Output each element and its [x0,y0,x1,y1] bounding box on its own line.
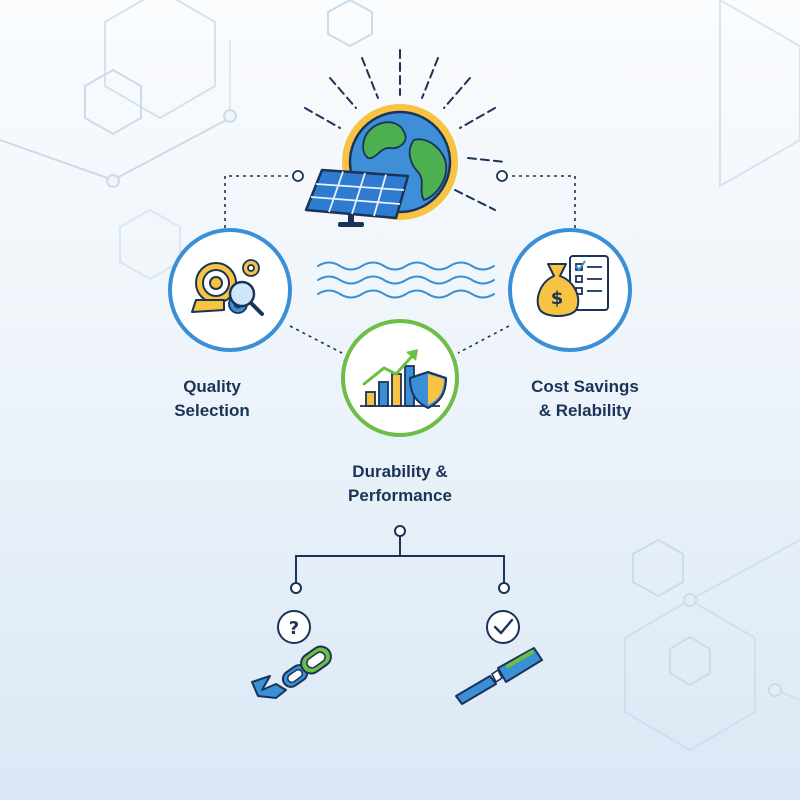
solar-panel-icon [304,168,410,227]
broken-chain-icon [251,645,332,699]
tape-icon [191,299,225,313]
connector-node-left [292,170,304,182]
connector-node-right [496,170,508,182]
cost-label-line2: & Relability [538,401,632,420]
quality-label-line2: Selection [174,401,250,420]
tree-node-top [394,525,406,537]
durability-label: Durability & Performance [320,460,480,508]
svg-text:$: $ [551,288,564,309]
wave-lines [317,261,495,299]
top-connectors [224,175,576,354]
cost-savings-label: Cost Savings & Relability [505,375,665,423]
checklist-icon [569,255,609,311]
tree-node-right [498,582,510,594]
cost-label-line1: Cost Savings [531,377,639,396]
quality-selection-label: Quality Selection [152,375,272,423]
magnifier-icon [228,280,264,316]
quality-selection-circle [168,228,292,352]
money-bag-icon: $ [536,263,580,317]
durability-circle [341,319,459,437]
durability-label-line1: Durability & [352,462,448,481]
quality-label-line1: Quality [183,377,241,396]
cost-savings-circle: $ [508,228,632,352]
tree-node-left [290,582,302,594]
durability-label-line2: Performance [348,486,452,505]
trend-arrow-icon [362,352,416,386]
svg-text:?: ? [289,618,299,639]
check-icon [486,610,520,644]
intact-connector-icon [455,647,543,705]
background-network [0,0,800,752]
target-icon [195,262,237,304]
bottom-tree [295,536,505,584]
sun-rays-icon [304,49,506,211]
question-icon: ? [277,610,311,644]
